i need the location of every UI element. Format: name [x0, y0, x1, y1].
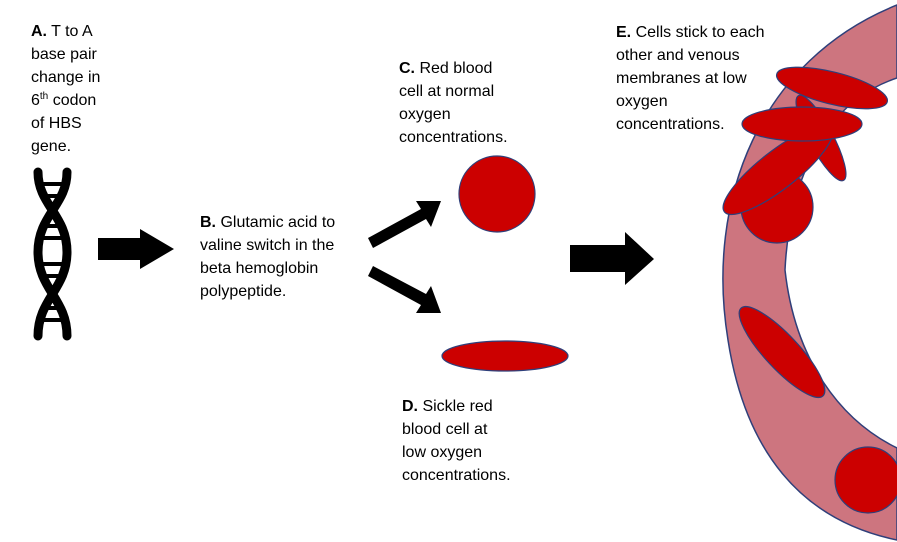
label-e-line2: other and venous — [616, 47, 740, 64]
label-e-letter: E. — [616, 24, 632, 41]
sickle-cell-in-vessel — [741, 106, 863, 142]
label-d: D. Sickle red blood cell at low oxygen c… — [402, 395, 537, 487]
label-a-line2: base pair — [31, 46, 97, 63]
label-a-line1: T to A — [51, 23, 93, 40]
label-a-line4: codon — [52, 92, 97, 109]
right-arrow-icon — [570, 232, 654, 285]
label-d-line1: Sickle red — [422, 398, 493, 415]
label-d-line2: blood cell at — [402, 421, 488, 438]
right-arrow-icon — [98, 229, 174, 269]
label-d-letter: D. — [402, 398, 418, 415]
label-c-letter: C. — [399, 60, 415, 77]
label-a: A. T to A base pair change in 6th codon … — [31, 20, 116, 158]
sickle-cell-in-vessel — [775, 66, 889, 110]
normal-red-blood-cell — [458, 155, 536, 233]
label-d-line3: low oxygen — [402, 444, 483, 461]
label-b-line2: valine switch in the — [200, 237, 335, 254]
label-b: B. Glutamic acid to valine switch in the… — [200, 211, 365, 303]
label-c-line2: cell at normal — [399, 83, 495, 100]
down-right-arrow-icon — [368, 266, 441, 313]
sickle-red-blood-cell — [441, 340, 569, 372]
label-c: C. Red blood cell at normal oxygen conce… — [399, 57, 539, 149]
label-a-line3: change in — [31, 69, 101, 86]
label-e-line5: concentrations. — [616, 116, 725, 133]
label-c-line4: concentrations. — [399, 129, 508, 146]
label-b-line3: beta hemoglobin — [200, 260, 319, 277]
label-a-ordinal-suffix: th — [39, 91, 49, 102]
label-c-line1: Red blood — [419, 60, 493, 77]
label-b-letter: B. — [200, 214, 216, 231]
label-a-line5: of HBS — [31, 115, 82, 132]
sickle-cell-in-vessel — [738, 306, 826, 398]
label-c-line3: oxygen — [399, 106, 451, 123]
label-e-line1: Cells stick to each — [635, 24, 765, 41]
dna-helix-icon — [33, 167, 72, 341]
label-a-line6: gene. — [31, 138, 72, 155]
label-b-line1: Glutamic acid to — [220, 214, 336, 231]
label-b-line4: polypeptide. — [200, 283, 287, 300]
label-a-letter: A. — [31, 23, 47, 40]
round-cell-in-vessel — [834, 446, 897, 514]
label-a-ordinal-number: 6 — [31, 92, 40, 109]
label-e-line3: membranes at low — [616, 70, 747, 87]
label-d-line4: concentrations. — [402, 467, 511, 484]
label-e: E. Cells stick to each other and venous … — [616, 21, 786, 136]
up-right-arrow-icon — [368, 201, 441, 248]
label-e-line4: oxygen — [616, 93, 668, 110]
